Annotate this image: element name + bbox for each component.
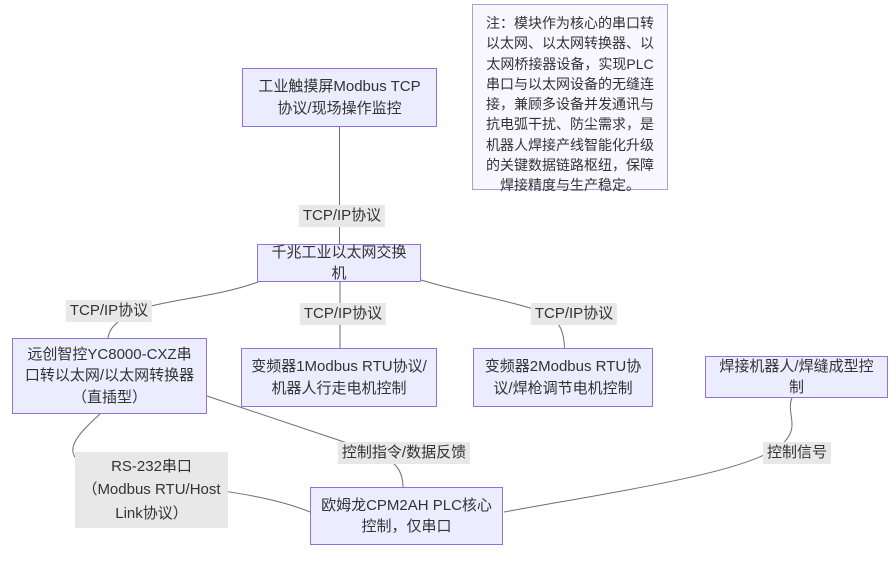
- edge-robot-plc: [503, 397, 793, 513]
- node-serial-ethernet-converter-label: 远创智控YC8000-CXZ串口转以太网/以太网转换器（直插型）: [24, 346, 195, 406]
- edge-label-control-feedback: 控制指令/数据反馈: [337, 442, 471, 464]
- node-omron-plc: 欧姆龙CPM2AH PLC核心控制，仅串口: [310, 487, 503, 545]
- edge-label-rs232: RS-232串口（Modbus RTU/Host Link协议）: [75, 452, 228, 528]
- node-vfd2-label: 变频器2Modbus RTU协议/焊枪调节电机控制: [484, 358, 642, 397]
- node-omron-plc-label: 欧姆龙CPM2AH PLC核心控制，仅串口: [321, 496, 492, 535]
- node-touchscreen-hmi: 工业触摸屏Modbus TCP协议/现场操作监控: [242, 68, 437, 127]
- edge-label-control-signal: 控制信号: [762, 442, 832, 464]
- edge-label-tcpip-converter: TCP/IP协议: [65, 300, 153, 322]
- node-welding-robot: 焊接机器人/焊缝成型控制: [705, 356, 888, 398]
- node-vfd2: 变频器2Modbus RTU协议/焊枪调节电机控制: [473, 348, 653, 407]
- node-vfd1-label: 变频器1Modbus RTU协议/机器人行走电机控制: [251, 358, 427, 397]
- node-vfd1: 变频器1Modbus RTU协议/机器人行走电机控制: [241, 348, 437, 407]
- node-welding-robot-label: 焊接机器人/焊缝成型控制: [719, 357, 874, 396]
- node-ethernet-switch: 千兆工业以太网交换机: [257, 244, 421, 282]
- edge-label-tcpip-vfd2: TCP/IP协议: [530, 303, 618, 325]
- edge-label-tcpip-hmi: TCP/IP协议: [298, 205, 386, 227]
- node-touchscreen-hmi-label: 工业触摸屏Modbus TCP协议/现场操作监控: [258, 78, 421, 117]
- note-annotation: 注：模块作为核心的串口转以太网、以太网转换器、以太网桥接器设备，实现PLC串口与…: [472, 4, 668, 193]
- node-serial-ethernet-converter: 远创智控YC8000-CXZ串口转以太网/以太网转换器（直插型）: [12, 338, 207, 414]
- edge-label-tcpip-vfd1: TCP/IP协议: [299, 303, 387, 325]
- node-ethernet-switch-label: 千兆工业以太网交换机: [271, 243, 407, 282]
